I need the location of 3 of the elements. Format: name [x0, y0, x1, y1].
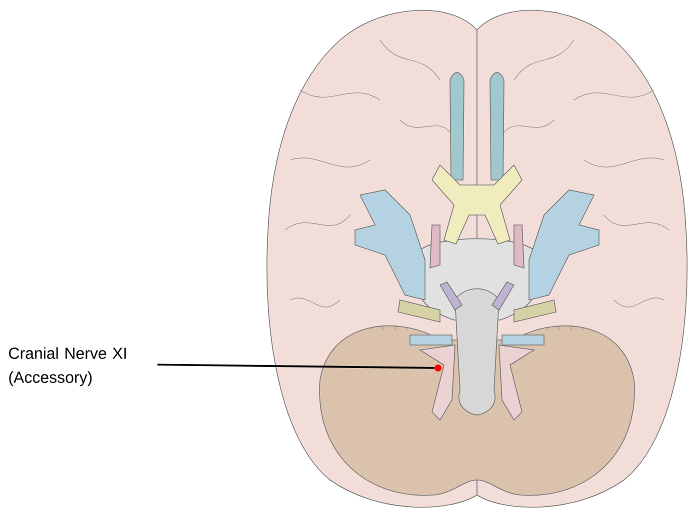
leader-line	[157, 364, 434, 369]
label-text: Cranial Nerve XI (Accessory)	[9, 347, 126, 386]
target-dot	[434, 364, 442, 372]
